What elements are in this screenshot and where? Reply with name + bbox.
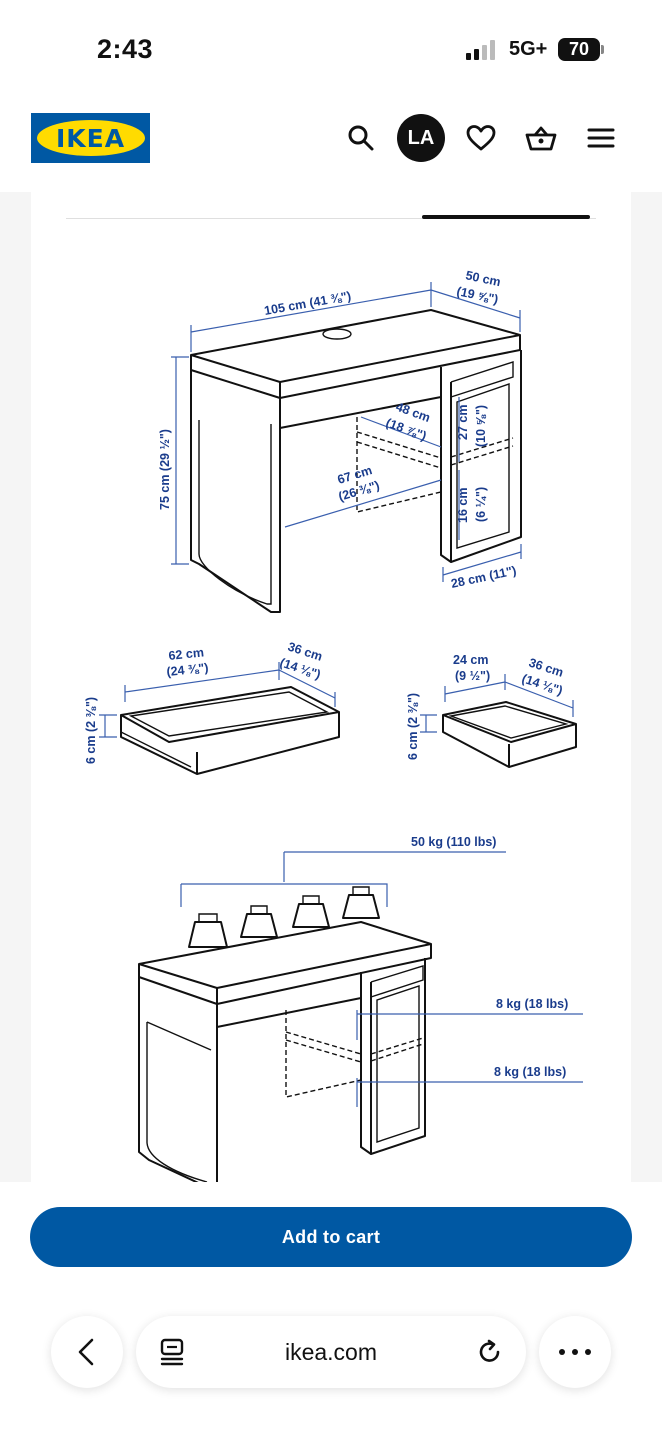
top-load-label: 50 kg (110 lbs) — [411, 835, 496, 849]
small-drawer-height-label: 6 cm (2 ⅜") — [406, 693, 420, 760]
large-drawer-drawing — [120, 686, 340, 775]
small-drawer-width-label: 24 cm — [453, 653, 488, 667]
browser-address-bar[interactable]: ikea.com — [136, 1316, 526, 1388]
add-to-cart-button[interactable]: Add to cart — [30, 1207, 632, 1267]
dimension-diagram: 105 cm (41 ⅜") 50 cm (19 ⅝") 75 cm (29 ½… — [84, 268, 583, 1182]
product-image-gallery[interactable]: 105 cm (41 ⅜") 50 cm (19 ⅝") 75 cm (29 ½… — [31, 192, 631, 1182]
search-button[interactable] — [337, 114, 385, 162]
large-drawer-dimensions — [99, 662, 336, 738]
more-dots-icon — [559, 1349, 591, 1355]
shelf-lower-label: 16 cm — [456, 488, 470, 523]
reload-icon[interactable] — [476, 1338, 504, 1366]
url-text[interactable]: ikea.com — [284, 1339, 378, 1365]
menu-icon — [587, 128, 615, 148]
basket-icon — [525, 126, 557, 151]
desk-width-label: 105 cm (41 ⅜") — [263, 289, 352, 318]
chevron-left-icon — [78, 1338, 94, 1366]
weight-icons — [188, 886, 380, 948]
tab-overview-icon[interactable] — [158, 1338, 186, 1366]
desk-drawing — [190, 309, 522, 613]
cart-button[interactable] — [517, 114, 565, 162]
small-drawer-width-inch-label: (9 ½") — [455, 669, 490, 683]
large-drawer-width-label: 62 cm — [168, 645, 205, 663]
load-diagram-drawing — [138, 851, 583, 1182]
desk-height-label: 75 cm (29 ½") — [158, 429, 172, 510]
heart-icon — [466, 125, 496, 151]
account-avatar[interactable]: LA — [397, 114, 445, 162]
upper-shelf-load-label: 8 kg (18 lbs) — [496, 997, 568, 1011]
battery-icon — [601, 45, 604, 54]
logo-text: IKEA — [55, 123, 126, 153]
gallery-active-indicator — [422, 215, 590, 219]
network-type: 5G+ — [509, 38, 548, 60]
status-bar: 2:43 5G+ 70 — [0, 0, 662, 100]
status-time: 2:43 — [97, 34, 154, 64]
cabinet-width-label: 28 cm (11") — [450, 563, 518, 590]
shelf-upper-inch-label: (10 ⅝") — [474, 405, 488, 447]
desk-dimensions — [171, 282, 522, 582]
gallery-divider — [66, 218, 596, 219]
large-drawer-height-label: 6 cm (2 ⅜") — [84, 697, 98, 764]
small-drawer-dimensions — [420, 674, 574, 733]
site-header: IKEA LA — [0, 100, 662, 192]
favourites-button[interactable] — [457, 114, 505, 162]
menu-button[interactable] — [577, 114, 625, 162]
search-icon — [348, 125, 374, 151]
small-drawer-drawing — [442, 701, 577, 768]
ikea-logo[interactable]: IKEA — [31, 113, 150, 163]
logo-oval: IKEA — [36, 120, 145, 156]
bottom-area: Add to cart ikea.com — [0, 1182, 662, 1440]
shelf-upper-label: 27 cm — [456, 405, 470, 440]
browser-back-button[interactable] — [51, 1316, 123, 1388]
lower-shelf-load-label: 8 kg (18 lbs) — [494, 1065, 566, 1079]
battery-level: 70 — [558, 38, 600, 61]
large-drawer-width-inch-label: (24 ⅜") — [166, 661, 209, 679]
browser-more-button[interactable] — [539, 1316, 611, 1388]
shelf-lower-inch-label: (6 ¼") — [474, 487, 488, 522]
signal-icon — [466, 40, 495, 60]
